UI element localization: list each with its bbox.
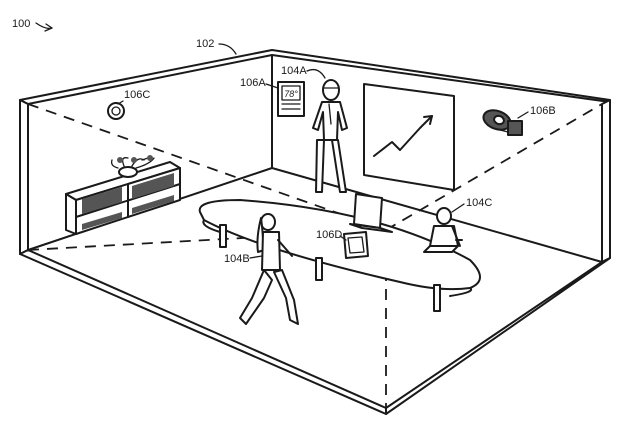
label-106C: 106C (124, 89, 150, 101)
standing-person-icon (312, 79, 348, 193)
leader-102 (218, 43, 237, 55)
label-104C: 104C (466, 197, 492, 209)
label-106D: 106D (316, 229, 342, 241)
label-104B: 104B (224, 253, 250, 265)
seated-person-icon (423, 207, 463, 253)
label-102: 102 (196, 38, 214, 50)
leader-104B (249, 255, 263, 259)
wall-chart-board (363, 83, 455, 191)
leader-104C (451, 203, 465, 213)
room-walls (19, 49, 611, 415)
thermostat-readout: 78° (284, 89, 298, 99)
sensor-coverage-lines (27, 103, 603, 251)
label-104A: 104A (281, 65, 307, 77)
tablet-icon (343, 231, 369, 259)
label-106A: 106A (240, 77, 266, 89)
laptop-icon (349, 193, 393, 233)
smoke-sensor-icon (107, 102, 125, 120)
plant-icon (110, 155, 155, 178)
walking-person-icon (239, 213, 299, 325)
camera-icon (482, 109, 523, 136)
label-106B: 106B (530, 105, 556, 117)
thermostat-icon: 78° (277, 81, 305, 117)
leader-106A (265, 83, 279, 89)
ref-arrowhead-100 (44, 23, 53, 32)
leader-106B (517, 111, 529, 119)
label-100: 100 (12, 18, 30, 30)
leader-106C (117, 100, 124, 105)
leader-106D (339, 235, 347, 241)
leader-104A (306, 68, 326, 79)
bookshelf-icon (65, 161, 181, 235)
